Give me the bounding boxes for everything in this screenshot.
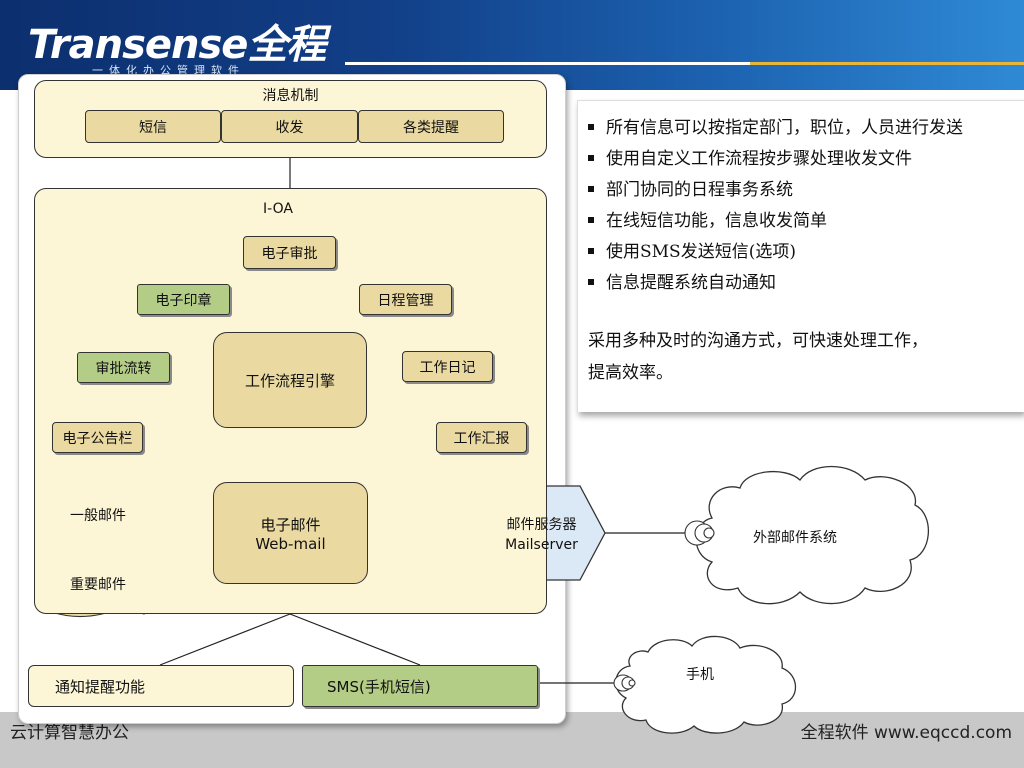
footer-slogan: 云计算智慧办公 — [10, 723, 129, 743]
summary-line: 提高效率。 — [588, 363, 673, 383]
feature-item: 在线短信功能，信息收发简单 — [588, 206, 1024, 237]
external-mail-system-label: 外部邮件系统 — [753, 530, 837, 546]
reminders-item: 各类提醒 — [358, 110, 504, 143]
bullet-square-icon — [588, 185, 594, 192]
email-webmail-node: 电子邮件 Web-mail — [213, 482, 368, 584]
summary-line: 采用多种及时的沟通方式，可快速处理工作， — [588, 331, 928, 351]
e-approval-node: 电子审批 — [243, 236, 336, 269]
feature-item: 信息提醒系统自动通知 — [588, 268, 1024, 299]
mobile-phone-label: 手机 — [686, 667, 714, 683]
approval-flow-node: 审批流转 — [77, 352, 170, 383]
e-seal-node: 电子印章 — [137, 284, 230, 315]
workflow-engine-node: 工作流程引擎 — [213, 332, 367, 428]
work-report-node: 工作汇报 — [436, 422, 527, 453]
mail-server-title: 邮件服务器 — [506, 517, 577, 533]
brand-logo: Transense全程 — [28, 22, 326, 68]
brand-subtitle: 一体化办公管理软件 — [92, 64, 245, 77]
notification-function-box: 通知提醒功能 — [28, 665, 294, 707]
normal-mail-label: 一般邮件 — [70, 508, 126, 524]
sms-mobile-box: SMS(手机短信) — [302, 665, 538, 707]
webmail-subtitle: Web-mail — [255, 534, 326, 553]
feature-item: 使用SMS发送短信(选项) — [588, 237, 1024, 268]
feature-item: 部门协同的日程事务系统 — [588, 175, 1024, 206]
bullet-square-icon — [588, 216, 594, 223]
feature-list: 所有信息可以按指定部门，职位，人员进行发送 使用自定义工作流程按步骤处理收发文件… — [588, 113, 1024, 299]
header-divider-gold — [750, 62, 1024, 65]
footer-website: 全程软件 www.eqccd.com — [800, 723, 1012, 743]
schedule-node: 日程管理 — [359, 284, 452, 315]
bulletin-board-node: 电子公告栏 — [52, 422, 143, 453]
important-mail-label: 重要邮件 — [70, 577, 126, 593]
mail-server-subtitle: Mailserver — [505, 537, 578, 553]
bullet-square-icon — [588, 278, 594, 285]
send-receive-item: 收发 — [221, 110, 358, 143]
sms-item: 短信 — [85, 110, 221, 143]
header-divider-white — [345, 62, 750, 65]
external-mail-cloud-shape — [695, 465, 929, 605]
mobile-cloud-shape — [615, 635, 797, 734]
mail-server-node: 邮件服务器 Mailserver — [478, 515, 605, 555]
bullet-square-icon — [588, 123, 594, 130]
work-diary-node: 工作日记 — [402, 351, 493, 382]
email-title: 电子邮件 — [260, 515, 321, 534]
summary-paragraph: 采用多种及时的沟通方式，可快速处理工作， 提高效率。 — [588, 325, 1018, 389]
bullet-square-icon — [588, 247, 594, 254]
info-panel: 所有信息可以按指定部门，职位，人员进行发送 使用自定义工作流程按步骤处理收发文件… — [577, 100, 1024, 412]
message-group-title: 消息机制 — [262, 88, 319, 104]
ioa-group-title: I-OA — [263, 201, 293, 217]
feature-item: 使用自定义工作流程按步骤处理收发文件 — [588, 144, 1024, 175]
bullet-square-icon — [588, 154, 594, 161]
feature-item: 所有信息可以按指定部门，职位，人员进行发送 — [588, 113, 1024, 144]
